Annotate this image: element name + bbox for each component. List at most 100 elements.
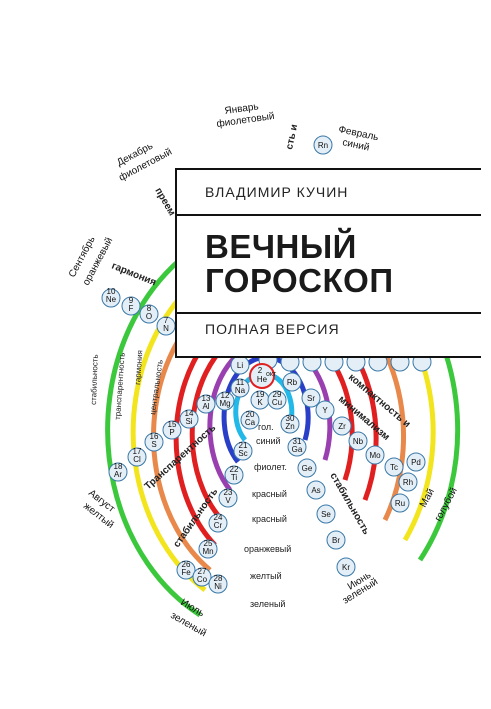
svg-text:Fe: Fe <box>181 568 191 577</box>
svg-text:Zn: Zn <box>285 422 294 431</box>
svg-text:Ca: Ca <box>245 418 256 427</box>
svg-text:22: 22 <box>230 465 239 474</box>
svg-text:18: 18 <box>114 462 123 471</box>
svg-text:Mg: Mg <box>219 399 230 408</box>
node-K: 19K <box>250 390 270 410</box>
svg-text:Li: Li <box>237 361 243 370</box>
node-Rb: Rb <box>282 372 302 392</box>
svg-text:Cr: Cr <box>214 521 223 530</box>
node-F: 9F <box>121 296 141 316</box>
label-stabilnost-left: стабильность <box>89 354 100 405</box>
svg-text:N: N <box>163 324 169 333</box>
svg-text:Cu: Cu <box>272 398 282 407</box>
svg-text:24: 24 <box>214 513 223 522</box>
node-Ge: Ge <box>297 458 317 478</box>
node-Ru: Ru <box>390 493 410 513</box>
author-name: ВЛАДИМИР КУЧИН <box>205 184 349 200</box>
label-garmoniya: гармония <box>110 261 158 289</box>
title-line-2: ГОРОСКОП <box>205 262 394 299</box>
node-Br: Br <box>326 530 346 550</box>
node-Y: Y <box>315 400 335 420</box>
label-siniy: синий <box>256 436 281 446</box>
svg-text:As: As <box>311 486 320 495</box>
title-panel: ВЛАДИМИР КУЧИН ВЕЧНЫЙ ГОРОСКОП ПОЛНАЯ ВЕ… <box>175 168 481 358</box>
node-V: 23V <box>218 488 238 508</box>
svg-text:21: 21 <box>239 441 248 450</box>
month-jan-1: Январь <box>224 101 259 117</box>
svg-text:25: 25 <box>204 539 213 548</box>
svg-text:19: 19 <box>256 390 265 399</box>
label-zeleny: зеленый <box>250 599 285 609</box>
svg-text:26: 26 <box>182 560 191 569</box>
svg-text:9: 9 <box>129 296 134 305</box>
svg-text:V: V <box>225 496 231 505</box>
divider-bottom <box>177 312 481 314</box>
label-krasny-2: красный <box>252 514 287 524</box>
label-preem: преем <box>152 186 177 218</box>
label-fiolet: фиолет. <box>254 462 287 472</box>
node-O: 8O <box>139 304 159 324</box>
node-N: 7N <box>156 316 176 336</box>
svg-text:Br: Br <box>332 536 340 545</box>
node-As: As <box>306 480 326 500</box>
svg-text:7: 7 <box>164 316 169 325</box>
month-may-2: голубой <box>432 485 460 523</box>
svg-text:Ga: Ga <box>292 445 303 454</box>
svg-text:14: 14 <box>185 409 194 418</box>
label-garmoniya-small: гармония <box>133 350 144 385</box>
svg-text:Zr: Zr <box>338 422 346 431</box>
node-He: 2He <box>249 363 275 389</box>
label-stabilnost-right: стабильность <box>327 471 372 537</box>
node-Kr: Kr <box>336 557 356 577</box>
svg-text:Mn: Mn <box>202 547 213 556</box>
svg-text:17: 17 <box>133 447 142 456</box>
svg-text:Mo: Mo <box>369 451 381 460</box>
node-Rn: Rn <box>313 135 333 155</box>
label-centralnost: центральность <box>148 359 165 415</box>
svg-text:Ti: Ti <box>231 473 238 482</box>
svg-text:O: O <box>146 312 152 321</box>
svg-text:Ni: Ni <box>214 582 222 591</box>
svg-text:Ne: Ne <box>106 295 117 304</box>
svg-text:Y: Y <box>322 406 328 415</box>
svg-text:Pd: Pd <box>411 458 421 467</box>
divider-top <box>177 214 481 216</box>
label-krasny-1: красный <box>252 489 287 499</box>
title-line-1: ВЕЧНЫЙ <box>205 228 357 265</box>
svg-text:29: 29 <box>273 390 282 399</box>
svg-text:K: K <box>257 398 263 407</box>
label-okt: окт <box>266 371 277 378</box>
svg-text:Sc: Sc <box>238 449 247 458</box>
node-Se: Se <box>316 504 336 524</box>
node-Rh: Rh <box>398 472 418 492</box>
svg-text:30: 30 <box>286 414 295 423</box>
svg-text:Rh: Rh <box>403 478 413 487</box>
svg-text:Tc: Tc <box>390 463 398 472</box>
svg-text:Sr: Sr <box>307 394 315 403</box>
node-Li: Li <box>230 355 250 375</box>
svg-text:10: 10 <box>107 287 116 296</box>
month-may-1: Май <box>418 487 437 509</box>
book-title: ВЕЧНЫЙ ГОРОСКОП <box>205 230 394 298</box>
svg-text:Si: Si <box>185 417 192 426</box>
svg-text:8: 8 <box>147 304 152 313</box>
svg-text:Co: Co <box>197 575 208 584</box>
svg-text:28: 28 <box>214 574 223 583</box>
svg-text:20: 20 <box>246 410 255 419</box>
svg-text:Cl: Cl <box>133 455 141 464</box>
